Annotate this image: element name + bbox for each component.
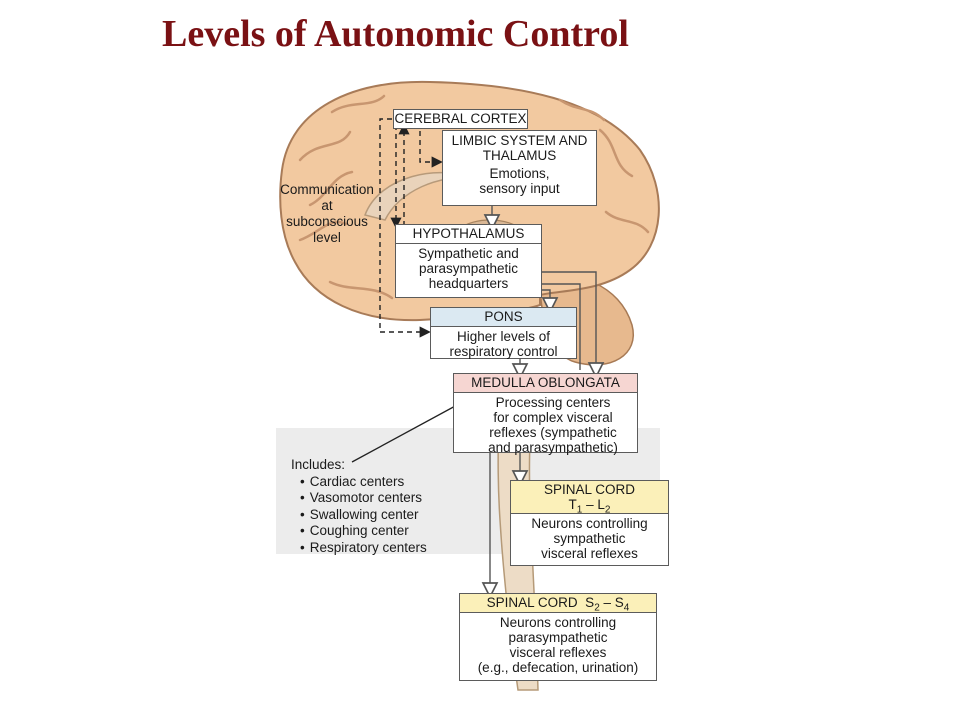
spinal-cord-s2-s4-body: Neurons controlling parasympathetic visc… [477,615,639,675]
limbic-header: LIMBIC SYSTEM AND THALAMUS [451,133,588,163]
list-item: Coughing center [300,523,427,540]
cerebral-cortex-box: CEREBRAL CORTEX [393,109,528,129]
hypothalamus-body: Sympathetic and parasympathetic headquar… [418,246,519,291]
list-item: Respiratory centers [300,540,427,557]
range-end-number: 2 [604,504,611,516]
hypothalamus-box: HYPOTHALAMUS Sympathetic and parasympath… [395,224,542,298]
list-item: Cardiac centers [300,474,427,491]
spinal-cord-sacral-box: SPINAL CORD S2 – S4 Neurons controlling … [459,593,657,681]
medulla-box: MEDULLA OBLONGATA Processing centers for… [453,373,638,455]
sacral-header-prefix: SPINAL CORD S [486,595,595,610]
limbic-system-box: LIMBIC SYSTEM AND THALAMUS Emotions, sen… [442,130,597,206]
pons-body: Higher levels of respiratory control [449,329,558,359]
communication-dashed-arrows [379,118,443,338]
pons-box: PONS Higher levels of respiratory contro… [430,307,577,359]
range-start-number: 1 [576,504,583,516]
list-item: Vasomotor centers [300,490,427,507]
cerebral-cortex-header: CEREBRAL CORTEX [394,111,527,126]
sacral-start-number: 2 [594,602,600,614]
sacral-end-number: 4 [623,602,630,614]
sacral-dash: – S [599,595,624,610]
communication-label: Communication at subconscious level [280,182,374,245]
medulla-header: MEDULLA OBLONGATA [454,374,637,393]
spinal-cord-thoracolumbar-box: SPINAL CORD T1 – L2 Neurons controlling … [510,480,669,566]
list-item: Swallowing center [300,507,427,524]
medulla-body: Processing centers for complex visceral … [488,395,618,455]
page-title: Levels of Autonomic Control [162,13,629,55]
includes-pointer-line [351,397,471,463]
includes-list-block: Includes: Cardiac centers Vasomotor cent… [291,457,427,556]
range-dash: – L [582,497,605,512]
includes-list: Cardiac centers Vasomotor centers Swallo… [291,474,427,557]
brain-folds [298,94,650,300]
range-start-letter: T [568,497,577,512]
spinal-cord-s2-s4-header: SPINAL CORD S2 – S4 [460,594,656,613]
includes-heading: Includes: [291,457,346,472]
spinal-cord-t1-l2-range: T1 – L2 [513,497,666,515]
spinal-cord-t1-l2-body: Neurons controlling sympathetic visceral… [531,516,648,561]
pons-header: PONS [431,308,576,327]
flow-arrows [490,206,596,590]
limbic-body: Emotions, sensory input [479,166,560,196]
spinal-cord-t1-l2-header: SPINAL CORD T1 – L2 [511,481,668,515]
spinal-cord-t1-l2-title: SPINAL CORD [543,482,636,497]
hypothalamus-header: HYPOTHALAMUS [396,225,541,244]
